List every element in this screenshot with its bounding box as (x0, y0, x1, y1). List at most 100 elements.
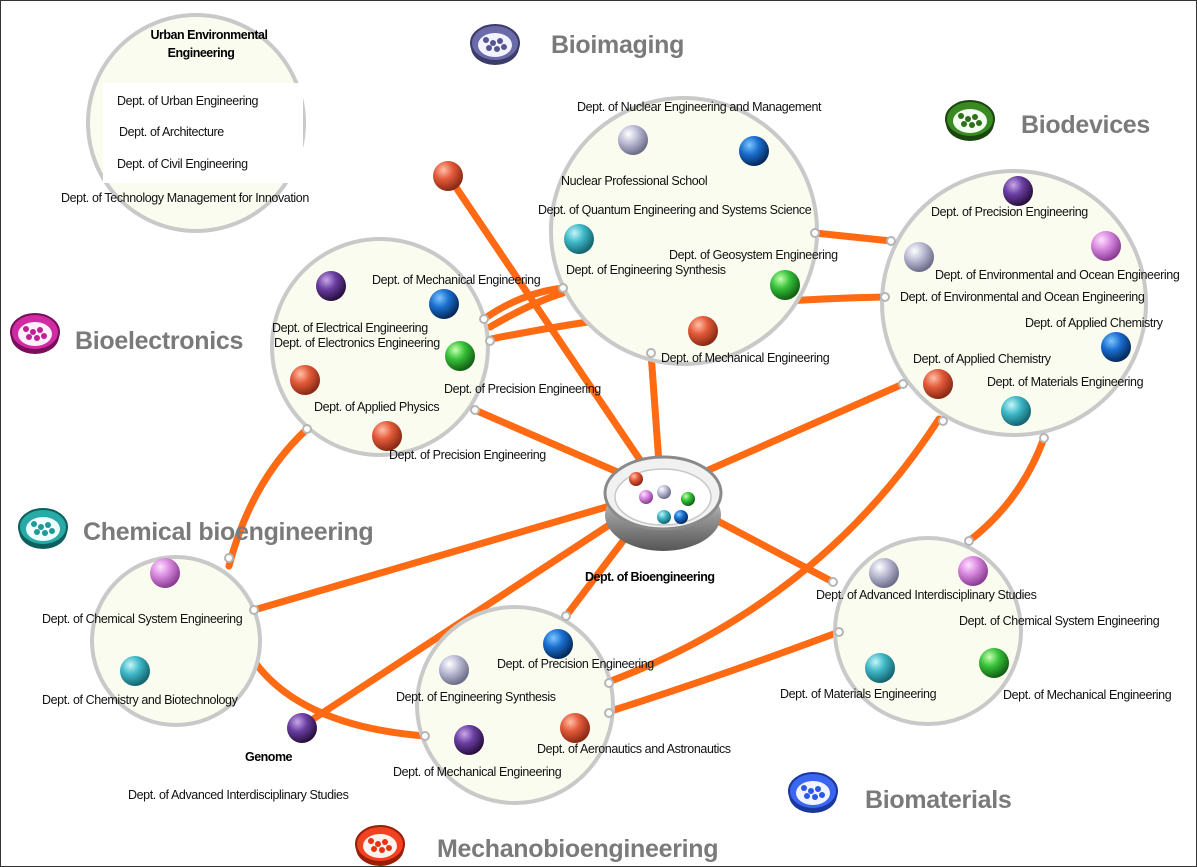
dept-label: Dept. of Applied Physics (314, 400, 439, 414)
group-genome: Genome Dept. of Advanced Interdisciplina… (128, 750, 349, 802)
dept-label: Dept. of Mechanical Engineering (1003, 688, 1172, 702)
dept-label: Dept. of Aeronautics and Astronautics (537, 742, 731, 756)
dept-label: Dept. of Materials Engineering (987, 375, 1144, 389)
group-bioelectronics: Dept. of Mechanical Engineering Dept. of… (272, 273, 602, 462)
group-mechano: Dept. of Precision Engineering Dept. of … (393, 657, 731, 779)
link-biodevices-mechano (607, 415, 943, 685)
ball (1001, 396, 1031, 426)
link-bioelectronics-bioimaging-1 (480, 284, 567, 323)
connector-dots (224, 228, 1049, 741)
link-chemical-mechano (250, 657, 429, 740)
ball (865, 653, 895, 683)
link-bioimaging-biodevices (811, 229, 895, 245)
center-label: Dept. of Bioengineering (585, 570, 714, 584)
link-center-orphan (445, 173, 665, 495)
dept-label: Dept. of Nuclear Engineering and Managem… (577, 100, 822, 114)
urban-title: Urban Environmental (151, 28, 268, 42)
genome-title: Genome (245, 750, 293, 764)
dept-label: Dept. of Advanced Interdisciplinary Stud… (816, 588, 1037, 602)
ball (120, 656, 150, 686)
ball (1101, 332, 1131, 362)
bioimaging-dish-icon (470, 24, 520, 65)
ball-orphan-red (433, 161, 463, 191)
link-bioelectronics-chemical (225, 425, 311, 570)
urban-title: Engineering (168, 46, 235, 60)
dept-label: Dept. of Technology Management for Innov… (61, 191, 309, 205)
dept-label: Dept. of Chemical System Engineering (42, 612, 243, 626)
dept-label: Dept. of Environmental and Ocean Enginee… (900, 290, 1145, 304)
dept-label: Dept. of Electronics Engineering (274, 336, 440, 350)
dept-label: Dept. of Geosystem Engineering (669, 248, 838, 262)
group-chemical: Dept. of Chemical System Engineering Dep… (42, 612, 243, 707)
field-title-biodevices: Biodevices (1021, 111, 1150, 139)
ball (445, 341, 475, 371)
group-biodevices: Dept. of Precision Engineering Dept. of … (900, 205, 1180, 389)
link-center-chemical (250, 487, 665, 614)
ball (770, 270, 800, 300)
dept-label: Dept. of Precision Engineering (497, 657, 654, 671)
ball (560, 713, 590, 743)
dept-label: Dept. of Advanced Interdisciplinary Stud… (128, 788, 349, 802)
ball (1003, 176, 1033, 206)
dept-label: Dept. of Precision Engineering (444, 382, 601, 396)
ball (904, 242, 934, 272)
dept-label: Dept. of Engineering Synthesis (396, 690, 556, 704)
ball (869, 558, 899, 588)
ball (979, 648, 1009, 678)
ball (923, 369, 953, 399)
biomaterials-dish-icon (788, 772, 838, 813)
dept-label: Dept. of Applied Chemistry (913, 352, 1052, 366)
group-biomaterials: Dept. of Advanced Interdisciplinary Stud… (780, 588, 1172, 702)
dept-label: Dept. of Mechanical Engineering (372, 273, 541, 287)
dept-label: Dept. of Electrical Engineering (272, 321, 428, 335)
dept-label: Dept. of Engineering Synthesis (566, 263, 726, 277)
field-title-chemical-bioengineering: Chemical bioengineering (83, 518, 373, 546)
link-center-genome (297, 487, 665, 731)
link-bioelectronics-bioimaging-2 (486, 289, 567, 331)
mechanobioengineering-dish-icon (355, 825, 405, 866)
chemical-bioengineering-dish-icon (18, 508, 68, 549)
ball (688, 316, 718, 346)
ball (454, 725, 484, 755)
ball (150, 558, 180, 588)
dept-label: Dept. of Precision Engineering (389, 448, 546, 462)
biodevices-dish-icon (945, 100, 995, 141)
field-title-biomaterials: Biomaterials (865, 786, 1011, 814)
ball-genome (287, 713, 317, 743)
ball (958, 556, 988, 586)
ball (564, 224, 594, 254)
field-title-bioimaging: Bioimaging (551, 31, 684, 59)
ball (739, 136, 769, 166)
bioengineering-dish-icon (603, 455, 723, 551)
dept-label: Dept. of Quantum Engineering and Systems… (538, 203, 812, 217)
connection-links (225, 173, 1048, 740)
group-urban: Urban Environmental Engineering Dept. of… (61, 28, 310, 205)
ball (618, 125, 648, 155)
dept-label: Dept. of Architecture (119, 125, 224, 139)
ball (429, 289, 459, 319)
ball (543, 629, 573, 659)
dept-label: Nuclear Professional School (561, 174, 707, 188)
group-bioimaging: Dept. of Nuclear Engineering and Managem… (538, 100, 839, 365)
dept-label: Dept. of Precision Engineering (931, 205, 1088, 219)
dept-label: Dept. of Urban Engineering (117, 94, 259, 108)
ball (439, 655, 469, 685)
urban-label-panel (103, 83, 303, 183)
ball (316, 271, 346, 301)
bioelectronics-dish-icon (10, 313, 60, 354)
dept-label: Dept. of Chemical System Engineering (959, 614, 1160, 628)
ball (1091, 231, 1121, 261)
dept-label: Dept. of Mechanical Engineering (393, 765, 562, 779)
dept-label: Dept. of Applied Chemistry (1025, 316, 1164, 330)
link-biodevices-biomaterials (965, 434, 1048, 545)
bubble-biodevices (880, 169, 1148, 437)
dept-label: Dept. of Civil Engineering (117, 157, 248, 171)
link-biomaterials-mechano (607, 628, 843, 715)
dept-label: Dept. of Materials Engineering (780, 687, 937, 701)
dept-label: Dept. of Chemistry and Biotechnology (42, 693, 239, 707)
ball (372, 421, 402, 451)
dept-label: Dept. of Environmental and Ocean Enginee… (935, 268, 1180, 282)
dept-label: Dept. of Mechanical Engineering (661, 351, 830, 365)
